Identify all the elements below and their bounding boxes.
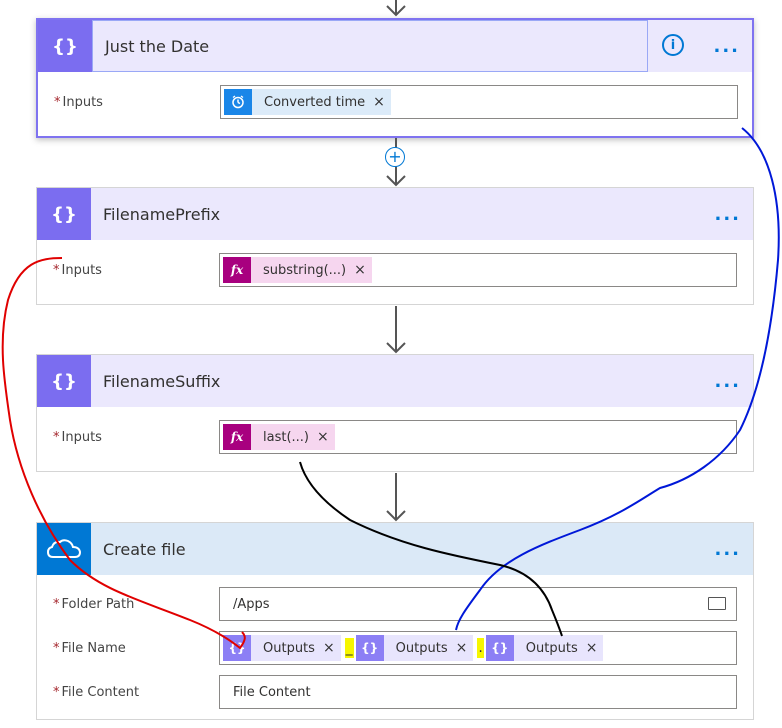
compose-icon: {}: [223, 635, 251, 661]
compose-icon: {}: [37, 355, 91, 407]
compose-icon: {}: [485, 635, 514, 661]
file-content-row: *File Content File Content: [37, 671, 753, 715]
token-label: substring(...): [263, 262, 347, 278]
fx-icon: fx: [223, 257, 251, 283]
folder-icon[interactable]: [708, 597, 726, 610]
file-name-row: *File Name {} Outputs × _ {} Outputs × .…: [37, 627, 753, 671]
folder-path-row: *Folder Path /Apps: [37, 583, 753, 627]
substring-token[interactable]: fx substring(...) ×: [223, 257, 372, 283]
remove-token-icon[interactable]: ×: [373, 94, 385, 110]
more-options-icon[interactable]: ...: [714, 539, 741, 560]
card-header[interactable]: Create file ...: [37, 523, 753, 575]
just-the-date-card[interactable]: {} Just the Date i ... *Inputs Converted…: [36, 18, 754, 138]
converted-time-token[interactable]: Converted time ×: [224, 89, 391, 115]
folder-path-label: *Folder Path: [53, 597, 135, 612]
token-label: Converted time: [264, 94, 366, 110]
inputs-label: *Inputs: [53, 263, 102, 278]
outputs-token-prefix[interactable]: {} Outputs ×: [223, 635, 341, 661]
info-icon[interactable]: i: [662, 34, 684, 56]
inputs-label: *Inputs: [54, 95, 103, 110]
inputs-field[interactable]: fx substring(...) ×: [219, 253, 737, 287]
card-header[interactable]: {} FilenameSuffix ...: [37, 355, 753, 407]
more-options-icon[interactable]: ...: [714, 371, 741, 392]
clock-icon: [224, 89, 252, 115]
folder-path-value: /Apps: [233, 596, 270, 612]
token-label: last(...): [263, 429, 309, 445]
card-title: Create file: [103, 539, 186, 559]
card-title-input[interactable]: Just the Date: [92, 20, 648, 72]
token-label: Outputs: [395, 640, 448, 656]
remove-token-icon[interactable]: ×: [317, 429, 329, 445]
card-title: FilenamePrefix: [103, 204, 221, 224]
connector-arrow-top: [386, 0, 406, 17]
remove-token-icon[interactable]: ×: [585, 640, 598, 656]
inputs-row: *Inputs fx substring(...) ×: [37, 249, 753, 293]
more-options-icon[interactable]: ...: [714, 204, 741, 225]
more-options-icon[interactable]: ...: [713, 36, 740, 57]
card-title: FilenameSuffix: [103, 371, 221, 391]
insert-step-plus-icon[interactable]: +: [385, 147, 405, 167]
create-file-card[interactable]: Create file ... *Folder Path /Apps *File…: [36, 522, 754, 720]
connector-arrow: [386, 306, 406, 354]
outputs-token-date[interactable]: {} Outputs ×: [355, 635, 474, 661]
inputs-field[interactable]: fx last(...) ×: [219, 420, 737, 454]
card-header[interactable]: {} FilenamePrefix ...: [37, 188, 753, 240]
card-header[interactable]: {} Just the Date i ...: [38, 20, 752, 72]
folder-path-field[interactable]: /Apps: [219, 587, 737, 621]
token-label: Outputs: [525, 640, 578, 656]
file-content-value: File Content: [233, 684, 311, 700]
inputs-label: *Inputs: [53, 430, 102, 445]
token-label: Outputs: [263, 640, 315, 656]
fx-icon: fx: [223, 424, 251, 450]
file-name-field[interactable]: {} Outputs × _ {} Outputs × . {} Outputs…: [219, 631, 737, 665]
compose-icon: {}: [38, 20, 92, 72]
remove-token-icon[interactable]: ×: [322, 640, 335, 656]
last-token[interactable]: fx last(...) ×: [223, 424, 335, 450]
inputs-row: *Inputs fx last(...) ×: [37, 416, 753, 460]
remove-token-icon[interactable]: ×: [455, 640, 468, 656]
filename-prefix-card[interactable]: {} FilenamePrefix ... *Inputs fx substri…: [36, 187, 754, 305]
file-content-field[interactable]: File Content: [219, 675, 737, 709]
onedrive-icon: [37, 523, 91, 575]
outputs-token-suffix[interactable]: {} Outputs ×: [485, 635, 604, 661]
card-title: Just the Date: [105, 36, 210, 56]
inputs-field[interactable]: Converted time ×: [220, 85, 738, 119]
dot-separator: .: [477, 638, 484, 658]
file-name-label: *File Name: [53, 641, 126, 656]
connector-arrow: [386, 473, 406, 522]
compose-icon: {}: [355, 635, 384, 661]
filename-suffix-card[interactable]: {} FilenameSuffix ... *Inputs fx last(..…: [36, 354, 754, 472]
remove-token-icon[interactable]: ×: [354, 262, 366, 278]
file-content-label: *File Content: [53, 685, 140, 700]
underscore-separator: _: [344, 638, 354, 658]
compose-icon: {}: [37, 188, 91, 240]
inputs-row: *Inputs Converted time ×: [38, 81, 752, 125]
